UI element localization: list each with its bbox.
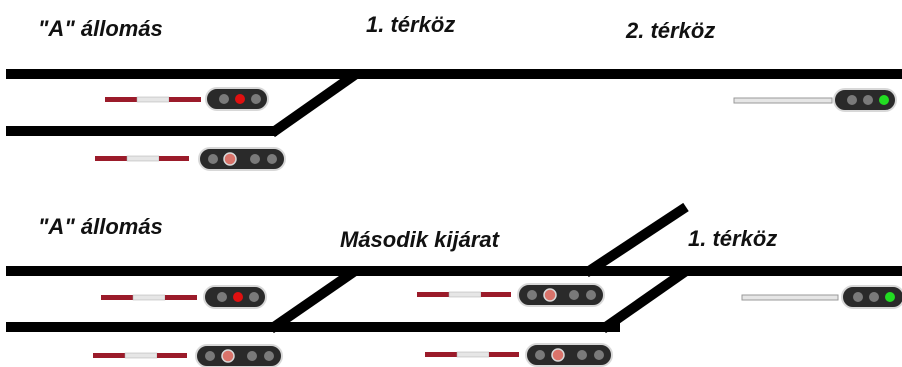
signal-head-double: [517, 283, 605, 307]
lamp-red-dim: [551, 348, 565, 362]
bottom-block-signal-1: [741, 285, 902, 309]
barrier-arm: [101, 294, 197, 301]
lamp-red-dim: [223, 152, 237, 166]
lamp-off: [535, 350, 545, 360]
lamp-red: [235, 94, 245, 104]
lamp-off: [527, 290, 537, 300]
lamp-off: [251, 94, 261, 104]
lamp-red-dim: [221, 349, 235, 363]
bottom-second-exit-signal-siding: [425, 343, 613, 367]
bottom-exit-signal-siding: [93, 344, 283, 367]
lamp-off: [247, 351, 257, 361]
barrier-arm: [417, 291, 511, 298]
barrier-arm-grey: [733, 97, 833, 104]
top-exit-signal-main: [105, 87, 269, 111]
barrier-arm: [95, 155, 189, 162]
lamp-off: [267, 154, 277, 164]
bottom-tracks: [6, 202, 902, 334]
lamp-off: [219, 94, 229, 104]
bottom-branch-track: [583, 202, 689, 278]
lamp-green: [879, 95, 889, 105]
signal-head: [841, 285, 902, 309]
lamp-off: [869, 292, 879, 302]
signal-head-double: [195, 344, 283, 367]
barrier-arm: [93, 352, 187, 359]
top-exit-signal-siding: [95, 147, 286, 171]
lamp-off: [594, 350, 604, 360]
top-station-label: "A" állomás: [38, 16, 163, 41]
top-block1-label: 1. térköz: [366, 12, 455, 37]
bottom-turnout-2: [600, 266, 689, 334]
lamp-off: [586, 290, 596, 300]
signal-head: [203, 285, 267, 309]
lamp-off: [577, 350, 587, 360]
bottom-exit-signal-main: [101, 285, 267, 309]
lamp-off: [863, 95, 873, 105]
top-tracks: [6, 69, 902, 138]
lamp-off: [569, 290, 579, 300]
lamp-off: [853, 292, 863, 302]
lamp-off: [250, 154, 260, 164]
lamp-off: [217, 292, 227, 302]
bottom-second-exit-signal-main: [417, 283, 605, 307]
bottom-diagram: "A" állomás Második kijárat 1. térköz: [6, 202, 902, 367]
lamp-off: [264, 351, 274, 361]
top-turnout: [269, 69, 359, 138]
barrier-arm-grey: [741, 294, 839, 301]
barrier-arm: [105, 96, 201, 103]
bottom-turnout-1: [268, 266, 358, 334]
lamp-off: [847, 95, 857, 105]
signal-head: [205, 87, 269, 111]
signal-head-double: [525, 343, 613, 367]
barrier-arm: [425, 351, 519, 358]
lamp-red: [233, 292, 243, 302]
top-diagram: "A" állomás 1. térköz 2. térköz: [6, 12, 902, 171]
bottom-second-exit-label: Második kijárat: [340, 227, 501, 252]
bottom-station-label: "A" állomás: [38, 214, 163, 239]
lamp-red-dim: [543, 288, 557, 302]
lamp-off: [249, 292, 259, 302]
signal-head: [833, 88, 897, 112]
top-block-signal-2: [733, 88, 897, 112]
lamp-green: [885, 292, 895, 302]
lamp-off: [205, 351, 215, 361]
top-block2-label: 2. térköz: [625, 18, 715, 43]
signal-head-double: [198, 147, 286, 171]
bottom-block1-label: 1. térköz: [688, 226, 777, 251]
lamp-off: [208, 154, 218, 164]
